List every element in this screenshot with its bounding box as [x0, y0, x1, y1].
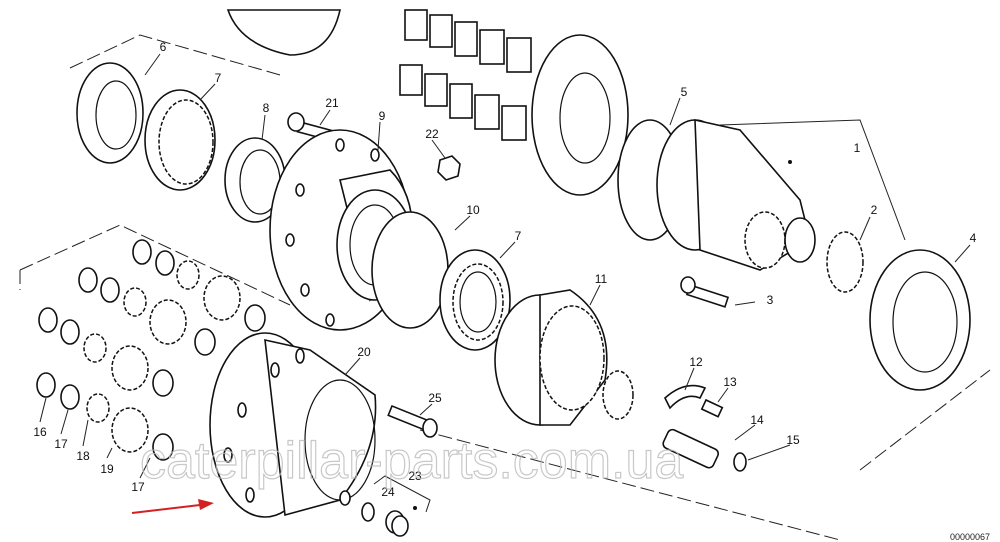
- assembly-line: [19, 224, 291, 306]
- part-bearing-7: [144, 89, 216, 191]
- label-17b: 17: [131, 480, 145, 494]
- bracket-1: [719, 119, 906, 241]
- label-5: 5: [681, 85, 688, 99]
- label-1: 1: [854, 141, 861, 155]
- label-3: 3: [767, 293, 774, 307]
- label-10: 10: [466, 203, 480, 217]
- part-ring-gear-11: [494, 289, 608, 426]
- label-21: 21: [325, 96, 339, 110]
- bracket-23: [373, 475, 431, 513]
- label-23: 23: [408, 469, 422, 483]
- part-nut-22: [437, 155, 461, 181]
- dot-marker: [788, 160, 792, 164]
- label-25: 25: [428, 391, 442, 405]
- watermark: caterpillar-parts.com.ua: [140, 432, 683, 490]
- label-8: 8: [263, 101, 270, 115]
- label-18: 18: [76, 449, 90, 463]
- part-plug-23: [385, 510, 409, 537]
- part-seal-6: [76, 62, 144, 164]
- label-4: 4: [970, 231, 977, 245]
- part-bolt-13: [700, 398, 724, 418]
- label-7b: 7: [515, 229, 522, 243]
- red-arrow-indicator: [131, 499, 214, 514]
- part-lock-12: [664, 384, 707, 410]
- part-labels: 6 7 8 21 9 22 5 1 2 4 10 7 3 11 20 12 13…: [33, 40, 976, 499]
- part-pin: [339, 490, 351, 506]
- label-15: 15: [786, 433, 800, 447]
- label-9: 9: [379, 109, 386, 123]
- label-24: 24: [381, 485, 395, 499]
- label-12: 12: [689, 355, 703, 369]
- label-11: 11: [595, 272, 608, 286]
- part-nut: [602, 370, 634, 420]
- part-bearing-7b: [439, 249, 511, 351]
- part-shaft-14: [662, 428, 720, 469]
- label-16: 16: [33, 425, 47, 439]
- label-13: 13: [723, 375, 737, 389]
- label-6: 6: [160, 40, 167, 54]
- dot-marker: [413, 506, 417, 510]
- label-17: 17: [54, 437, 68, 451]
- axle-housing: [226, 9, 629, 196]
- assembly-line: [69, 34, 281, 76]
- label-20: 20: [357, 345, 371, 359]
- part-spindle-1: [656, 118, 816, 271]
- part-carrier-20: [209, 332, 377, 518]
- assembly-line: [419, 369, 991, 541]
- planet-gear-set: [36, 239, 266, 461]
- label-14: 14: [750, 413, 764, 427]
- label-19: 19: [100, 462, 114, 476]
- part-ring-24: [361, 502, 375, 522]
- part-seal-4: [869, 249, 971, 391]
- part-nut-2: [826, 231, 864, 293]
- part-ring-10: [371, 211, 449, 329]
- drawing-code: 00000067: [950, 532, 990, 542]
- leader-lines: [39, 53, 971, 479]
- label-2: 2: [871, 203, 878, 217]
- part-washer-15: [733, 452, 747, 472]
- label-22: 22: [425, 127, 439, 141]
- part-bolt-25: [387, 404, 438, 438]
- part-bolt-3: [680, 276, 730, 308]
- label-7: 7: [215, 71, 222, 85]
